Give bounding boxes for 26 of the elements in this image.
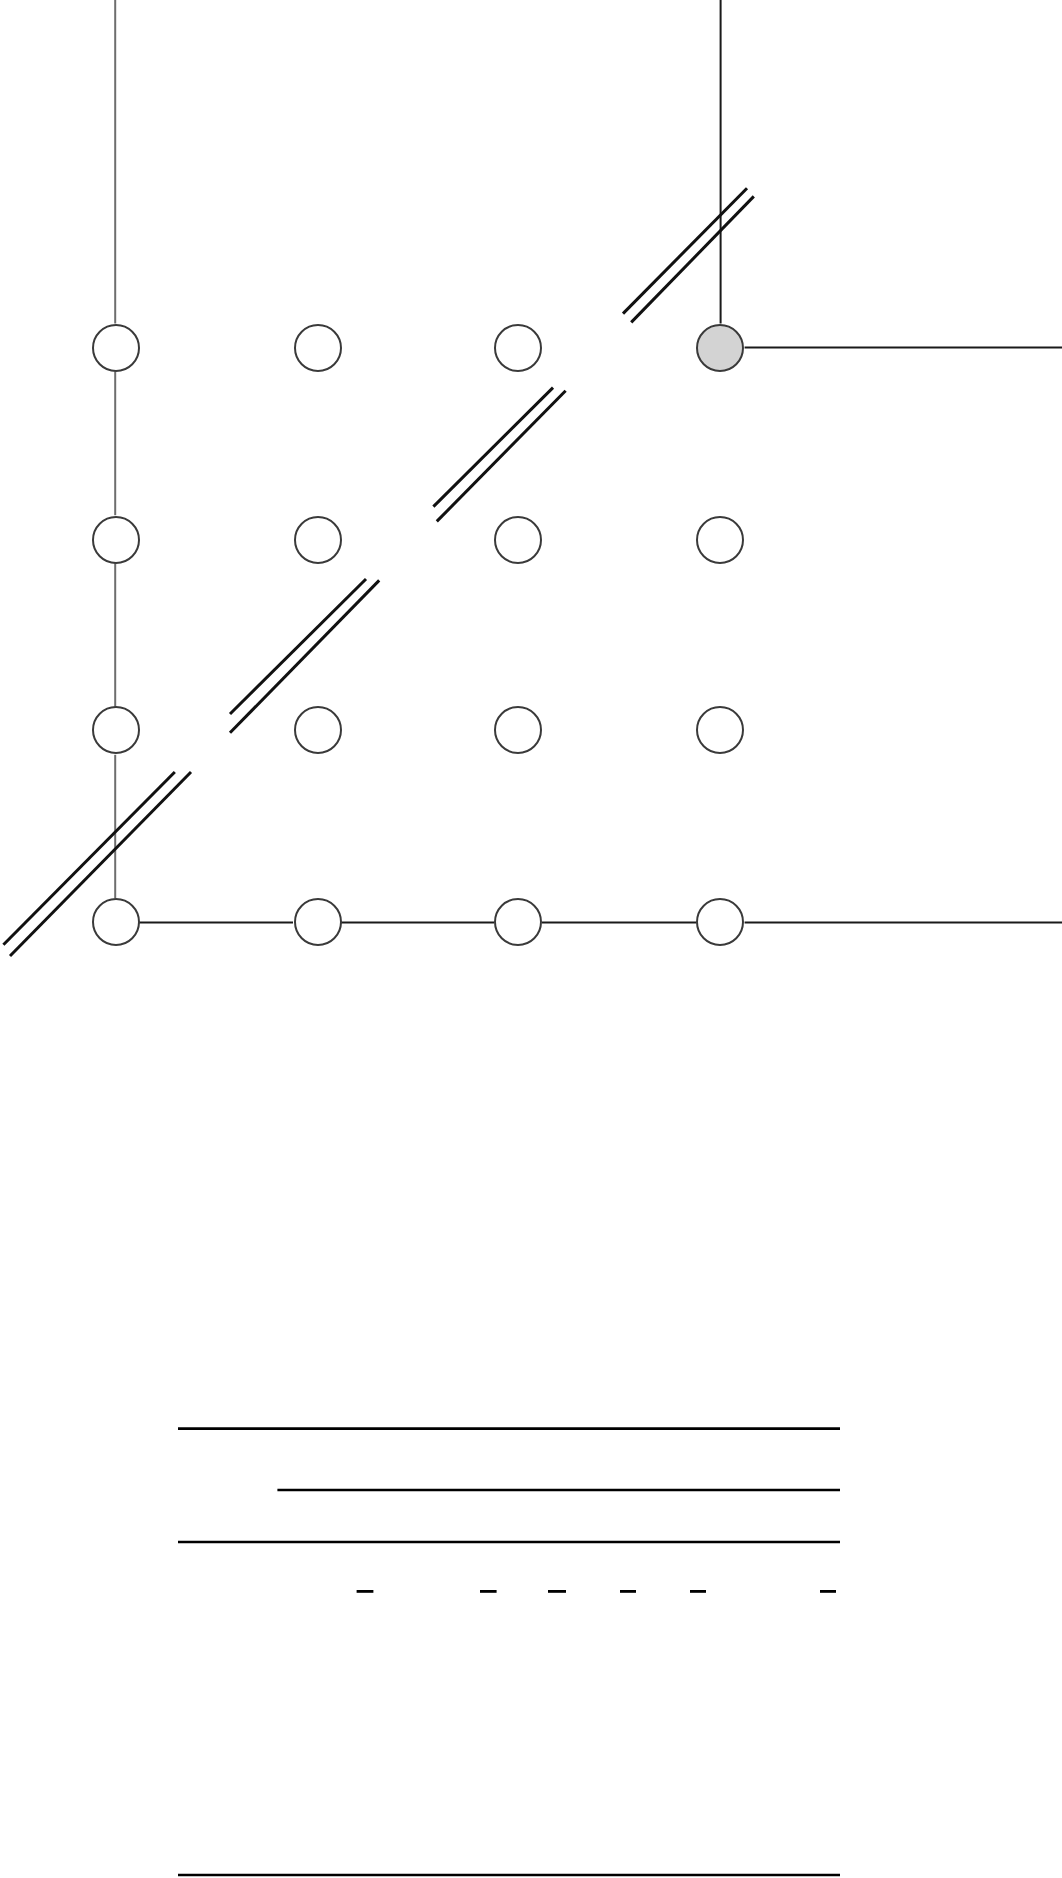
circle-node (91, 515, 140, 564)
connector-line (114, 370, 117, 517)
circle-node (293, 323, 341, 372)
circle-node (494, 323, 542, 372)
circle-node (293, 706, 341, 755)
circle-node (696, 515, 745, 564)
connector-line (743, 921, 1062, 924)
circle-node (91, 706, 140, 755)
circle-node (696, 323, 745, 372)
circle-node (91, 898, 140, 947)
connector-line (719, 0, 722, 325)
circle-node (293, 898, 341, 947)
circle-node (494, 515, 542, 564)
connector-line (114, 753, 117, 900)
circle-node (91, 323, 140, 372)
connector-line (138, 921, 294, 924)
circle-node (494, 706, 542, 755)
circle-node (696, 898, 745, 947)
connector-line (114, 562, 117, 708)
connector-line (743, 346, 1062, 349)
circle-node (293, 515, 341, 564)
connector-line (541, 921, 698, 924)
circle-node (494, 898, 542, 947)
connector-line (114, 0, 117, 325)
connector-line (340, 921, 495, 924)
circle-node (696, 706, 745, 755)
